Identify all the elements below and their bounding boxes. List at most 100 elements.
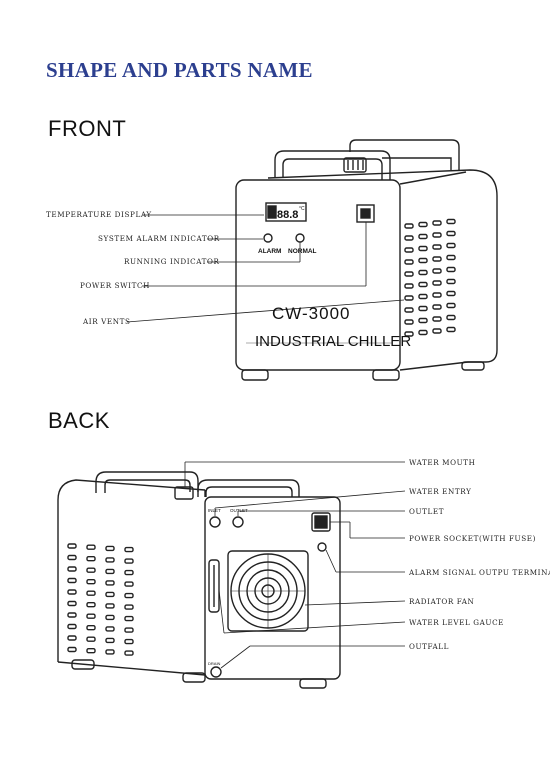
vent-slot bbox=[404, 259, 414, 265]
vent-slot bbox=[105, 557, 115, 563]
vent-slot bbox=[105, 545, 115, 552]
vent-slot bbox=[432, 220, 442, 226]
vent-slot bbox=[446, 302, 456, 309]
vent-slot bbox=[67, 589, 77, 595]
vent-slot bbox=[418, 317, 428, 324]
vent-slot bbox=[418, 281, 428, 288]
vent-slot bbox=[124, 638, 134, 645]
normal-label: NORMAL bbox=[288, 248, 317, 255]
vent-slot bbox=[446, 278, 456, 285]
vent-slot bbox=[86, 648, 96, 654]
vent-slot bbox=[404, 307, 414, 313]
vent-slot bbox=[105, 649, 115, 655]
vent-slot bbox=[124, 615, 134, 622]
vent-slot bbox=[105, 614, 115, 621]
vent-slot bbox=[432, 328, 442, 334]
inlet-label: INLET bbox=[208, 508, 221, 513]
vent-slot bbox=[404, 235, 414, 241]
callout-running-indicator: RUNNING INDICATOR bbox=[124, 257, 220, 266]
vent-slot bbox=[86, 636, 96, 642]
outlet-label: OUTLET bbox=[230, 508, 248, 513]
vent-slot bbox=[105, 626, 115, 632]
vent-slot bbox=[86, 613, 96, 619]
vent-slot bbox=[432, 256, 442, 262]
callout-system-alarm-indicator: SYSTEM ALARM INDICATOR bbox=[98, 234, 220, 243]
back-callout-lines bbox=[184, 461, 406, 669]
display-value: 88.8 bbox=[277, 209, 298, 221]
vent-slot bbox=[432, 244, 442, 250]
vent-slot bbox=[86, 567, 96, 573]
vent-slot bbox=[124, 581, 134, 587]
vent-slot bbox=[67, 543, 77, 549]
vent-slot bbox=[446, 218, 456, 225]
vent-slot bbox=[418, 257, 428, 264]
vent-slot bbox=[67, 646, 77, 653]
model-name: CW-3000 bbox=[272, 304, 351, 323]
vent-slot bbox=[105, 637, 115, 644]
vent-slot bbox=[86, 556, 96, 562]
vent-slot bbox=[404, 223, 414, 229]
vent-slot bbox=[446, 254, 456, 261]
vent-slot bbox=[418, 293, 428, 300]
vent-slot bbox=[105, 591, 115, 598]
vent-slot bbox=[86, 544, 96, 550]
vent-slot bbox=[446, 290, 456, 297]
vent-slot bbox=[432, 232, 442, 238]
front-air-vents bbox=[404, 218, 456, 337]
vent-slot bbox=[124, 627, 134, 633]
vent-slot bbox=[67, 623, 77, 630]
vent-slot bbox=[67, 566, 77, 572]
vent-slot bbox=[446, 326, 456, 333]
alarm-label: ALARM bbox=[258, 248, 281, 255]
vent-slot bbox=[446, 242, 456, 249]
vent-slot bbox=[404, 283, 414, 289]
vent-slot bbox=[67, 554, 77, 561]
back-heading: BACK bbox=[48, 408, 110, 433]
vent-slot bbox=[105, 580, 115, 586]
vent-slot bbox=[404, 271, 414, 277]
vent-slot bbox=[86, 602, 96, 608]
vent-slot bbox=[404, 319, 414, 325]
vent-slot bbox=[418, 305, 428, 312]
back-chiller-body bbox=[57, 471, 341, 689]
callout-water-level-gauge: WATER LEVEL GAUCE bbox=[409, 618, 504, 627]
vent-slot bbox=[86, 625, 96, 631]
page-title: SHAPE AND PARTS NAME bbox=[46, 58, 313, 82]
vent-slot bbox=[86, 590, 96, 596]
vent-slot bbox=[105, 568, 115, 575]
vent-slot bbox=[404, 247, 414, 253]
vent-slot bbox=[67, 577, 77, 584]
vent-slot bbox=[105, 603, 115, 609]
back-air-vents bbox=[67, 543, 134, 656]
vent-slot bbox=[67, 612, 77, 618]
front-callout-lines bbox=[126, 214, 405, 323]
callout-alarm-signal-terminal: ALARM SIGNAL OUTPU TERMINAL bbox=[408, 568, 550, 577]
vent-slot bbox=[418, 329, 428, 336]
drain-label: DRAIN bbox=[208, 661, 221, 666]
vent-slot bbox=[124, 569, 134, 576]
callout-outlet: OUTLET bbox=[409, 507, 444, 516]
vent-slot bbox=[432, 304, 442, 310]
vent-slot bbox=[124, 604, 134, 610]
vent-slot bbox=[432, 280, 442, 286]
vent-slot bbox=[124, 592, 134, 599]
display-unit: °C bbox=[299, 206, 305, 212]
callout-radiator-fan: RADIATOR FAN bbox=[409, 597, 474, 606]
vent-slot bbox=[432, 316, 442, 322]
vent-slot bbox=[418, 221, 428, 228]
vent-slot bbox=[86, 579, 96, 585]
callout-air-vents: AIR VENTS bbox=[82, 317, 131, 326]
callout-outfall: OUTFALL bbox=[409, 642, 449, 651]
product-name: INDUSTRIAL CHILLER bbox=[255, 333, 411, 350]
vent-slot bbox=[418, 269, 428, 276]
vent-slot bbox=[418, 245, 428, 252]
callout-power-socket: POWER SOCKET(WITH FUSE) bbox=[409, 534, 536, 543]
vent-slot bbox=[67, 635, 77, 641]
vent-slot bbox=[124, 558, 134, 564]
vent-slot bbox=[446, 314, 456, 321]
front-heading: FRONT bbox=[48, 116, 127, 141]
vent-slot bbox=[124, 650, 134, 656]
vent-slot bbox=[446, 266, 456, 273]
callout-water-entry: WATER ENTRY bbox=[409, 487, 471, 496]
